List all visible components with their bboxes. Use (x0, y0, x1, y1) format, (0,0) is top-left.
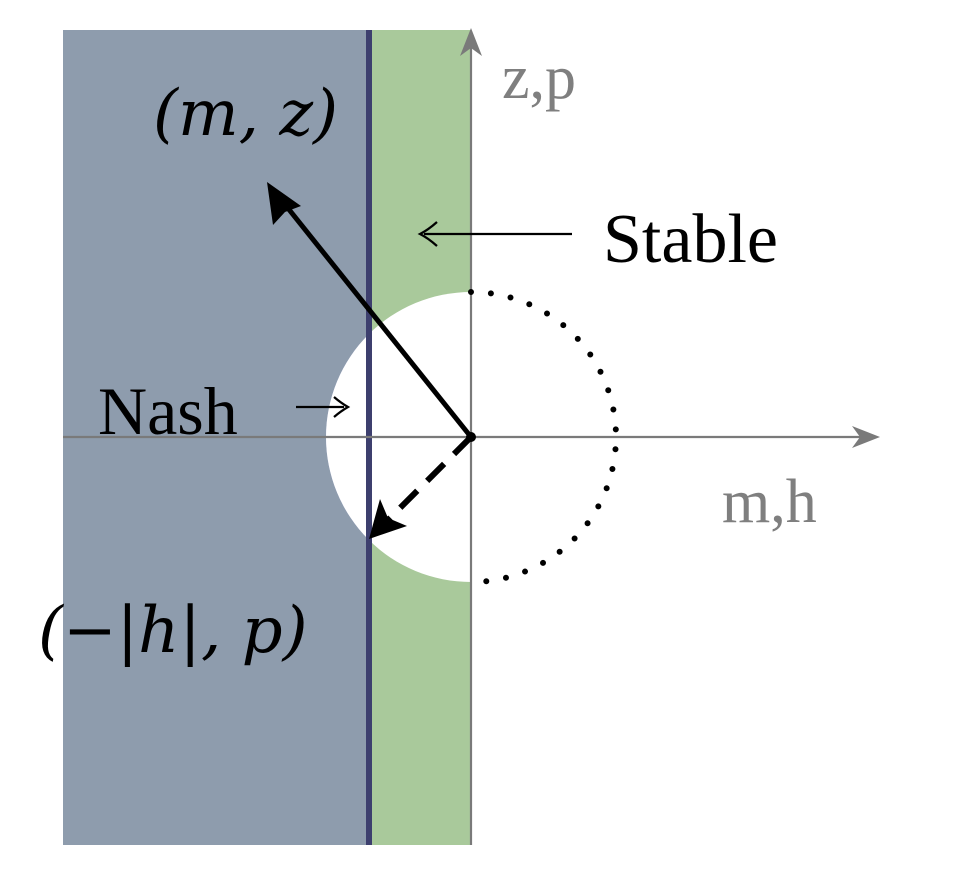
vector-hp-arrowhead (369, 499, 407, 539)
vector-hp-label: (−|h|, p) (38, 594, 308, 668)
vector-hp (383, 434, 474, 525)
horizontal-axis-label: m,h (722, 468, 817, 536)
origin-point (466, 432, 476, 442)
stable-label: Stable (603, 201, 778, 278)
horizontal-axis-arrowhead (852, 426, 880, 448)
stable-pointer-arrowhead (417, 221, 438, 247)
vertical-axis-arrowhead (460, 28, 482, 56)
vector-mz (281, 200, 473, 439)
vector-mz-arrowhead (267, 182, 301, 225)
vertical-axis-label: z,p (502, 44, 576, 112)
nash-label: Nash (98, 373, 238, 449)
vector-mz-label: (m, z) (153, 77, 338, 151)
nash-pointer-arrowhead (333, 396, 351, 418)
